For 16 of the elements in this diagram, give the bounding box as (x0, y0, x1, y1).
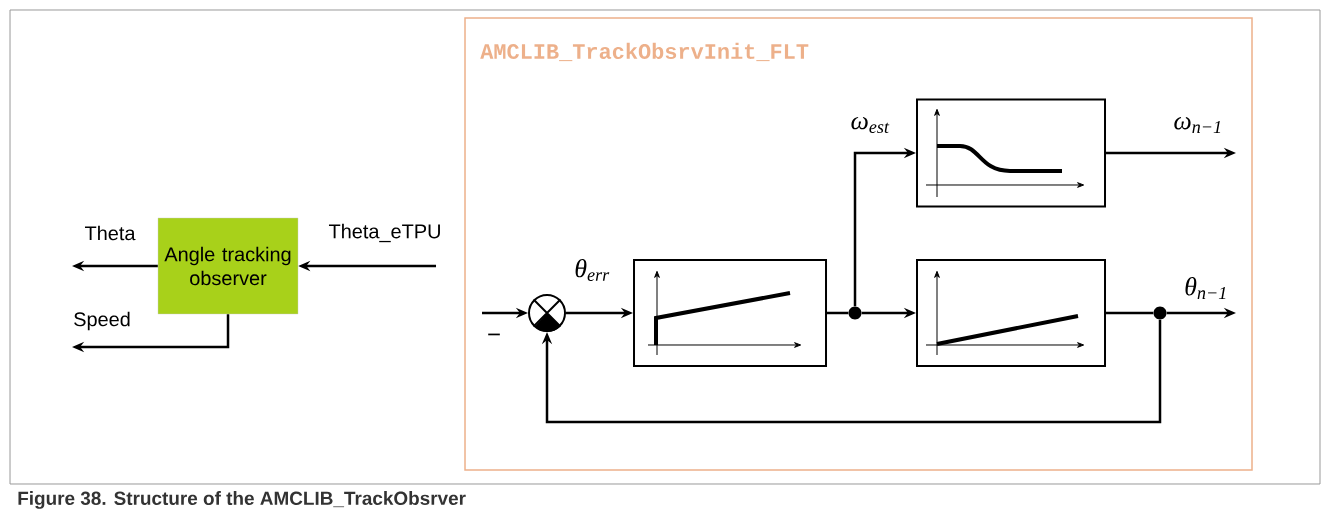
edge-label: Speed (72, 310, 132, 332)
edge-label: ω$_{n−1}$ (1172, 116, 1224, 134)
figure-caption: Figure 38. Structure of the AMCLIB_TrackObsrver (18, 491, 466, 509)
edge-label: Theta_eTPU (327, 222, 443, 244)
edge-label: θ$_{err}$ (573, 258, 611, 282)
edge-label: Theta (83, 224, 137, 242)
block-title: AMCLIB_TrackObsrvInit_FLT (480, 42, 809, 62)
edge-label: ω$_{est}$ (849, 116, 891, 134)
transfer-block (916, 259, 1106, 367)
minus-sign: − (488, 333, 500, 336)
transfer-block (633, 259, 827, 367)
process-box: Angle tracking observer (157, 217, 299, 315)
arrow (541, 319, 1162, 424)
transfer-block (916, 98, 1106, 208)
summing-junction (528, 294, 566, 332)
edge-label: θ$_{n−1}$ (1183, 276, 1229, 300)
